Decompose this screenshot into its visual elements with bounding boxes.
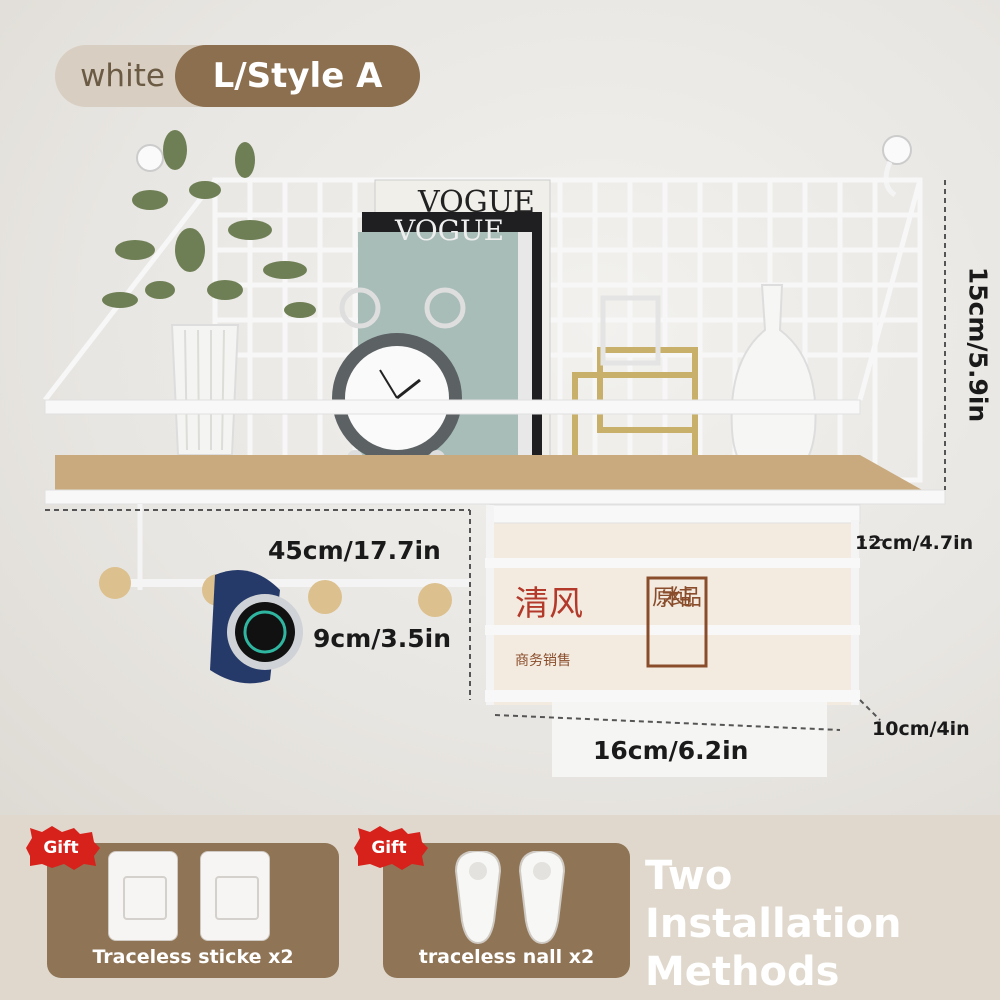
traceless-nail-icon: [518, 851, 566, 945]
sticker-gift-label: Traceless sticke x2: [92, 946, 294, 968]
variant-badge: white L/Style A: [55, 45, 420, 107]
gift-burst-icon: [26, 826, 100, 870]
installation-line-1: Two Installation: [645, 853, 902, 947]
tissue-label: 原木纯品: [652, 586, 702, 611]
shelf-front-rail: [44, 399, 861, 415]
width-dimension: 45cm/17.7in: [268, 536, 441, 565]
traceless-sticker-icon: [108, 851, 178, 941]
tissue-paper: [552, 702, 827, 777]
height-dimension: 15cm/5.9in: [963, 266, 993, 423]
traceless-sticker-icon: [200, 851, 270, 941]
nail-gift-label: traceless nall x2: [418, 946, 595, 968]
hook-height-dimension: 9cm/3.5in: [313, 624, 452, 653]
dimension-lines: [45, 180, 946, 731]
wooden-shelf-board: [55, 455, 940, 500]
installation-heading: Two Installation Methods: [645, 852, 995, 996]
installation-line-2: Methods: [645, 949, 840, 995]
gift-badge: Gift: [22, 826, 100, 870]
traceless-nail-icon: [454, 851, 502, 945]
wall-hook-left: [136, 144, 164, 172]
box-width-dimension: 16cm/6.2in: [593, 736, 749, 765]
shelf-frame-bottom: [44, 489, 946, 505]
gift-text: Gift: [371, 838, 407, 858]
box-height-dimension: 10cm/4in: [872, 718, 970, 740]
wall-hook-right: [882, 135, 912, 198]
color-label: white: [80, 58, 165, 94]
magazine-title-second: VOGUE: [394, 214, 504, 247]
style-label: L/Style A: [175, 45, 420, 107]
gift-badge: Gift: [350, 826, 428, 870]
box-depth-dimension: 12cm/4.7in: [855, 532, 974, 554]
potted-plant: [102, 130, 316, 456]
nail-gift-card: traceless nall x2: [383, 843, 630, 978]
gift-text: Gift: [43, 838, 79, 858]
alarm-clock: [332, 287, 466, 466]
magazine-title-top: VOGUE: [417, 185, 535, 220]
gift-burst-icon: [354, 826, 428, 870]
wall-shelf-illustration: VOGUE VOGUE: [43, 130, 946, 777]
tissue-brand: 清风: [515, 584, 583, 624]
tissue-holder: [485, 504, 861, 777]
tissue-sub: 商务销售: [515, 653, 571, 669]
smartwatch: [210, 570, 303, 684]
